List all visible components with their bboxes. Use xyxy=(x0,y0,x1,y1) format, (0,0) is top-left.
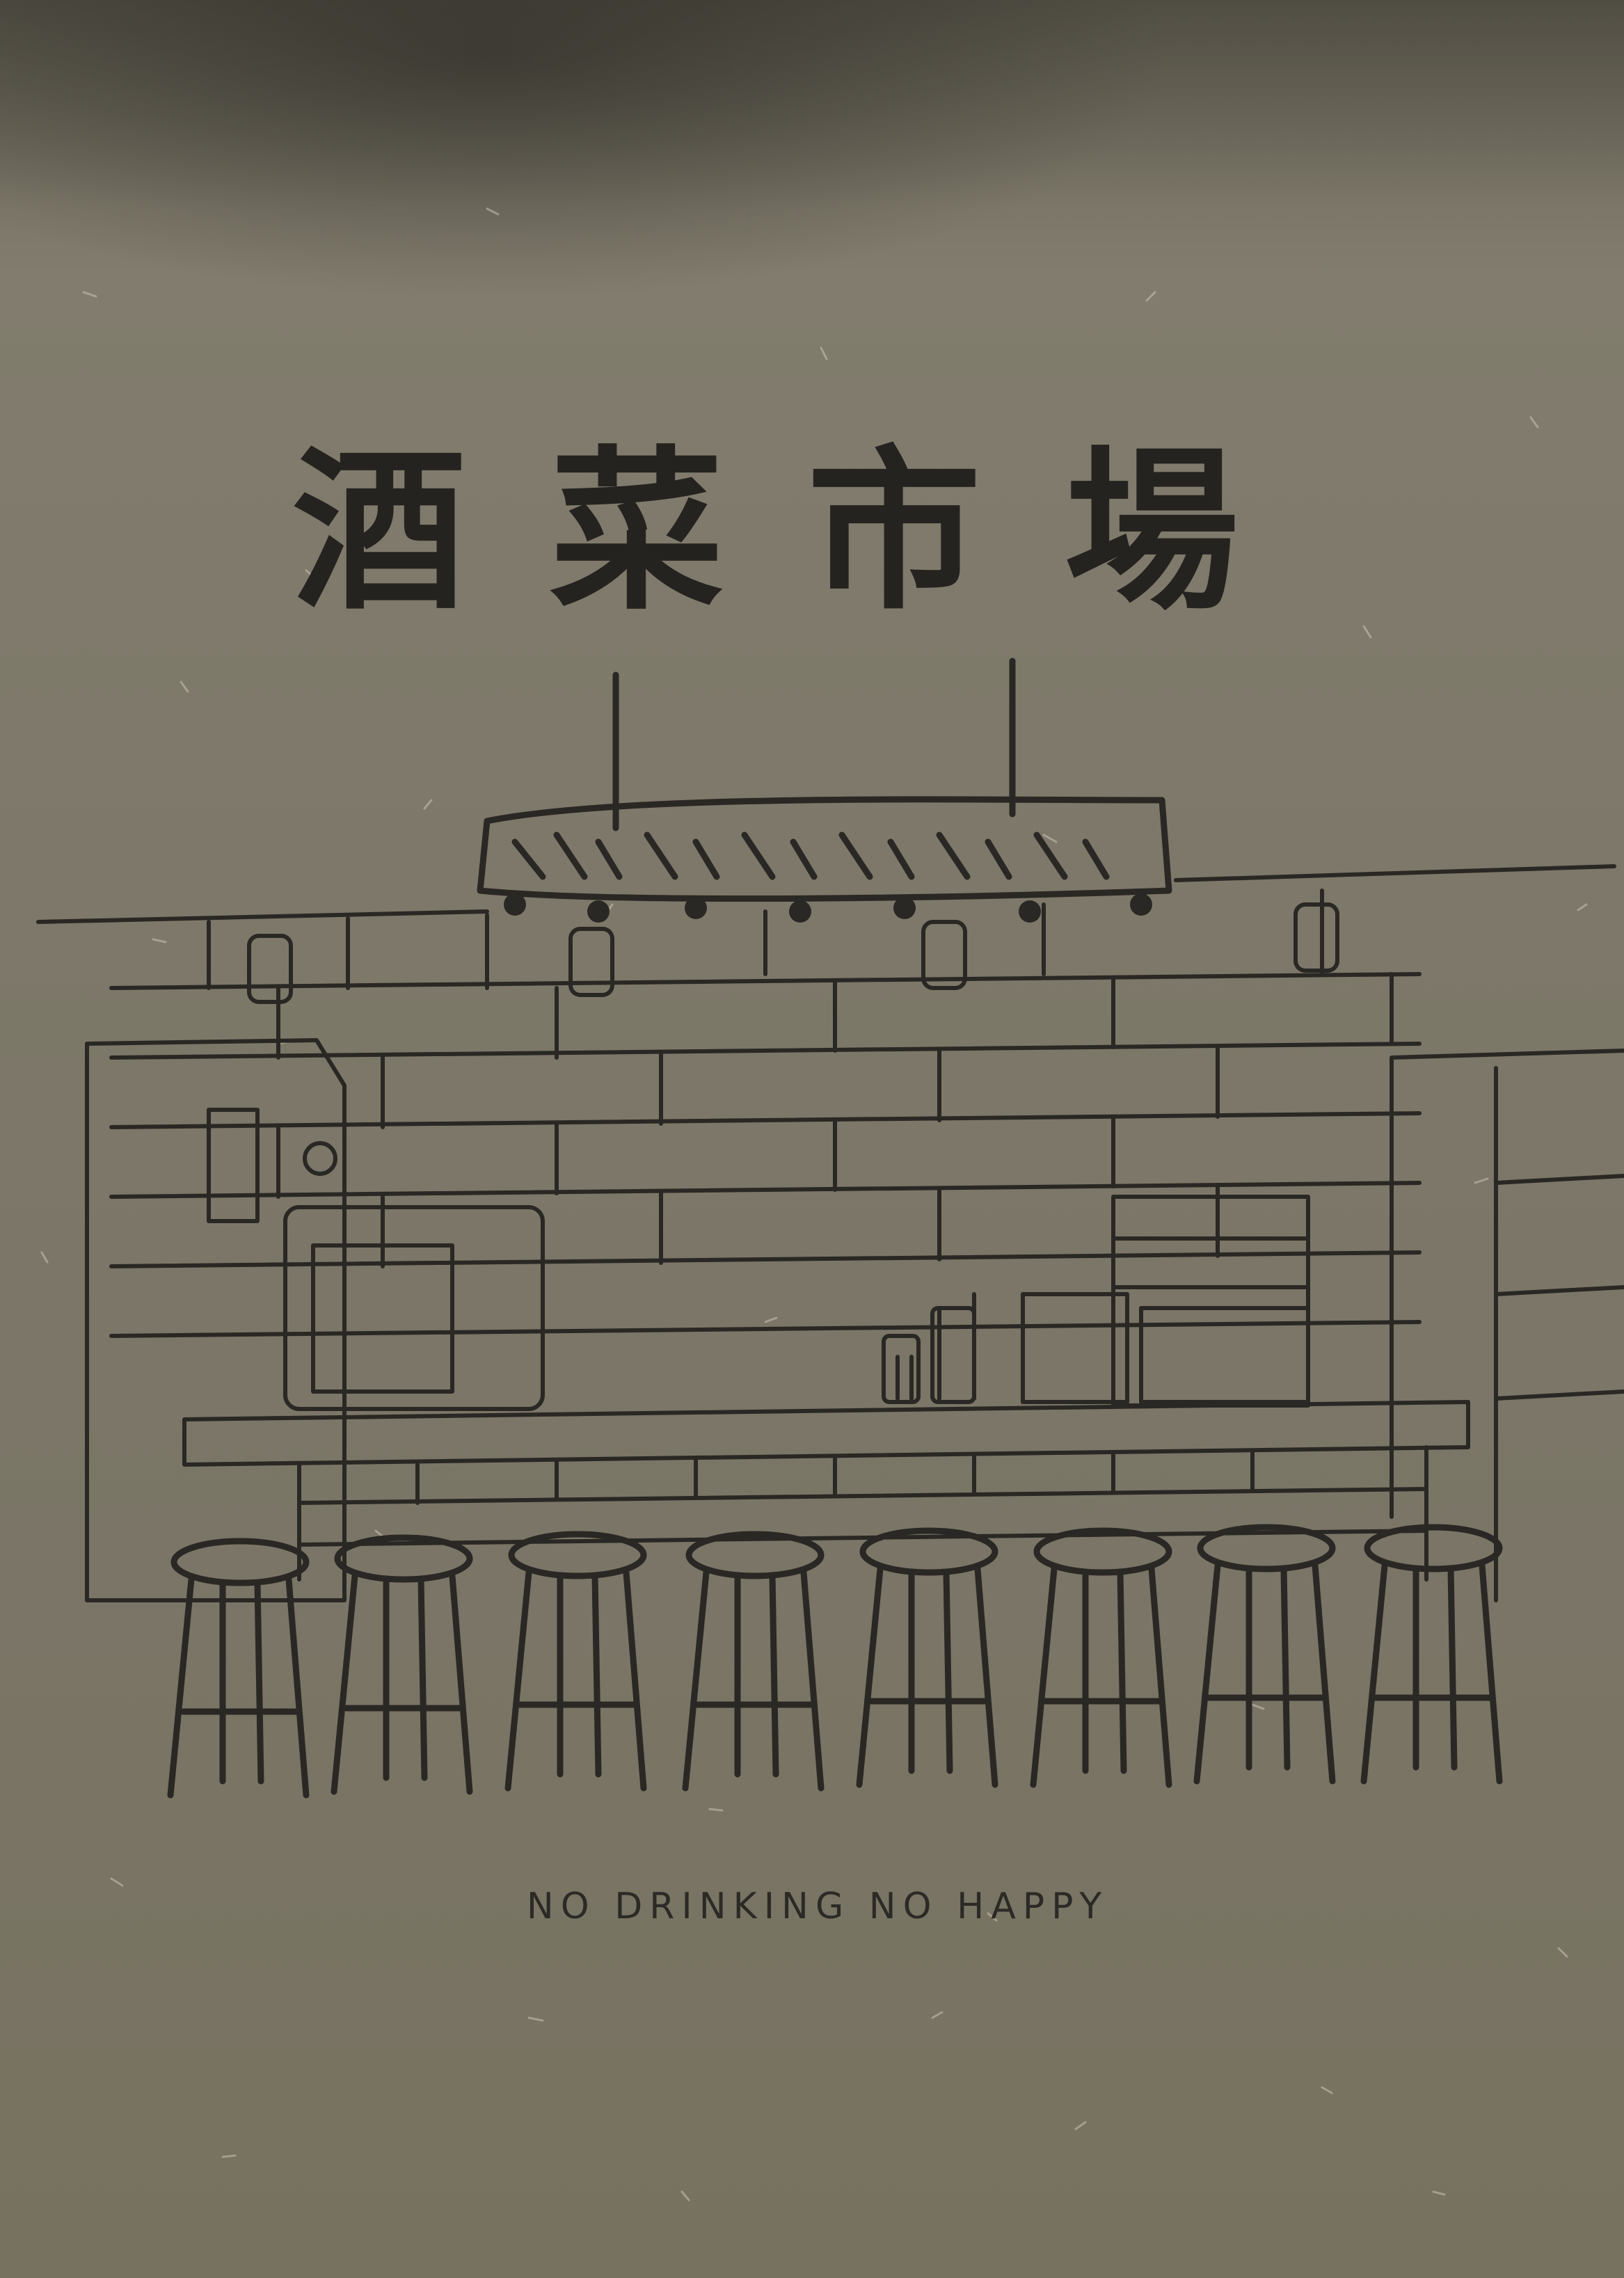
paper-shadow xyxy=(0,0,1624,209)
menu-tagline: NO DRINKING NO HAPPY xyxy=(526,1886,1109,1927)
menu-title: 酒菜市場 xyxy=(292,431,1322,633)
